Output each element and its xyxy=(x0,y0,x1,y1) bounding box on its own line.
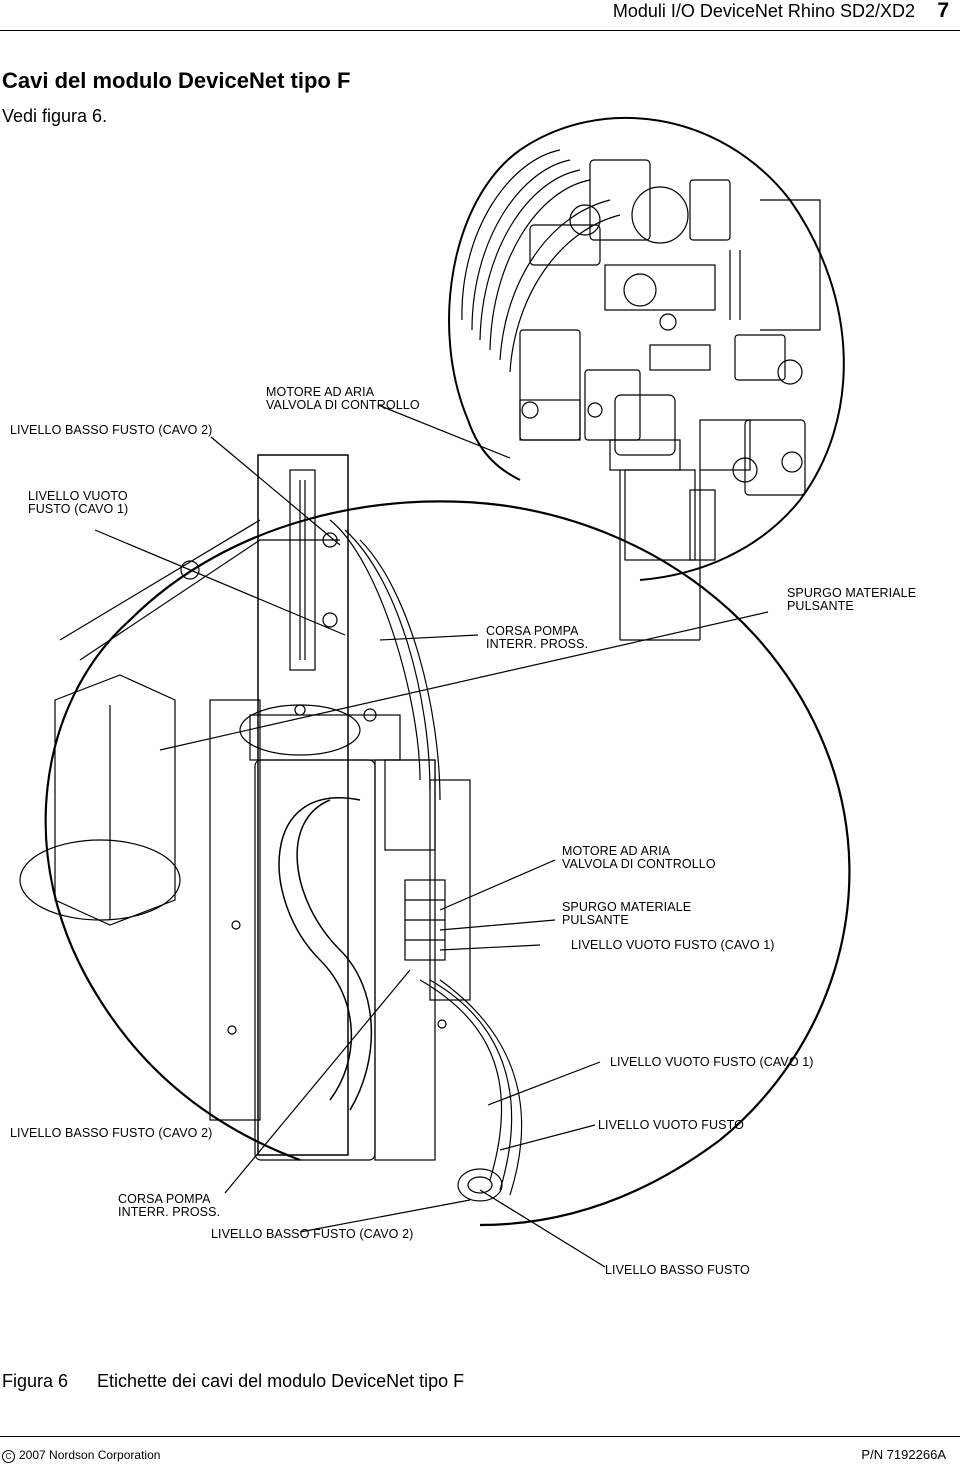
header-rule xyxy=(0,30,960,31)
footer-rule xyxy=(0,1436,960,1437)
footer-copyright: C 2007 Nordson Corporation xyxy=(2,1448,160,1463)
upper-detail-view xyxy=(448,116,845,641)
label-low-empty-level-cable: LIVELLO VUOTO FUSTO (CAVO 1) xyxy=(610,1055,814,1069)
page-header: Moduli I/O DeviceNet Rhino SD2/XD2 7 xyxy=(0,0,960,31)
figure-caption: Etichette dei cavi del modulo DeviceNet … xyxy=(97,1371,465,1391)
label-low-empty-level: LIVELLO VUOTO FUSTO xyxy=(598,1118,744,1132)
copyright-text: 2007 Nordson Corporation xyxy=(19,1448,161,1462)
label-low-low-level-cable-left: LIVELLO BASSO FUSTO (CAVO 2) xyxy=(10,1126,213,1140)
label-top-low-level: LIVELLO BASSO FUSTO (CAVO 2) xyxy=(10,423,213,437)
label-low-low-level: LIVELLO BASSO FUSTO xyxy=(605,1263,750,1277)
copyright-icon: C xyxy=(2,1450,15,1463)
page-number: 7 xyxy=(937,0,949,22)
label-low-low-level-cable-mid: LIVELLO BASSO FUSTO (CAVO 2) xyxy=(211,1227,414,1241)
footer-part-number: P/N 7192266A xyxy=(861,1447,946,1462)
section-title: Cavi del modulo DeviceNet tipo F xyxy=(2,68,351,93)
lower-detail-view xyxy=(19,454,851,1227)
section-subtitle: Vedi figura 6. xyxy=(2,106,108,126)
label-mid-empty-level: LIVELLO VUOTO FUSTO (CAVO 1) xyxy=(571,938,775,952)
figure-label: Figura 6 xyxy=(2,1371,69,1391)
header-title: Moduli I/O DeviceNet Rhino SD2/XD2 xyxy=(612,1,915,21)
callout-leaders xyxy=(94,404,769,1268)
